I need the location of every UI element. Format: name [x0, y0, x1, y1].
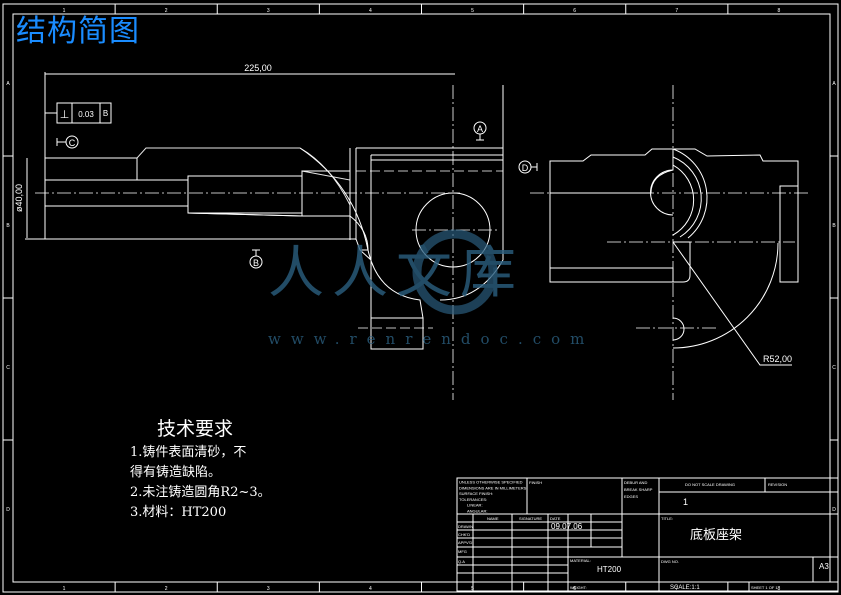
svg-text:1: 1 — [683, 497, 688, 507]
svg-text:DEBUR AND: DEBUR AND — [624, 480, 647, 485]
row-label: D — [6, 507, 10, 513]
row-label: B — [6, 223, 10, 229]
row-label: B — [832, 223, 836, 229]
svg-text:SHEET 1 OF 1: SHEET 1 OF 1 — [751, 585, 778, 590]
tech-line: 2.未注铸造圆角R2~3。 — [130, 485, 271, 500]
column-label: 8 — [778, 8, 781, 14]
svg-text:A: A — [477, 124, 483, 134]
row-label: A — [6, 81, 10, 87]
row-label: D — [832, 507, 836, 513]
side-view: R52,00 D — [518, 85, 810, 400]
column-label: 6 — [573, 8, 576, 14]
column-label: 7 — [675, 8, 678, 14]
svg-text:MATERIAL:: MATERIAL: — [570, 558, 591, 563]
svg-text:DWG NO.: DWG NO. — [661, 559, 679, 564]
column-label: 2 — [165, 8, 168, 14]
tech-line: 1.铸件表面清砂，不 — [130, 445, 247, 460]
column-label: 3 — [267, 8, 270, 14]
svg-text:B: B — [253, 258, 259, 268]
datum-d: D — [518, 160, 538, 174]
datum-a: A — [473, 121, 487, 141]
radius-dimension: R52,00 — [763, 354, 792, 364]
svg-text:D: D — [522, 163, 529, 173]
column-label: 4 — [369, 8, 372, 14]
general-note: ANGULAR: — [467, 509, 487, 514]
svg-text:DO NOT SCALE DRAWING: DO NOT SCALE DRAWING — [685, 482, 735, 487]
svg-text:A3: A3 — [819, 562, 829, 571]
svg-text:CHK'D: CHK'D — [458, 532, 470, 537]
svg-text:SCALE:1:1: SCALE:1:1 — [670, 585, 700, 591]
svg-text:EDGES: EDGES — [624, 494, 638, 499]
svg-text:DATE: DATE — [550, 516, 561, 521]
tech-requirements-title: 技术要求 — [157, 418, 234, 440]
svg-text:WEIGHT:: WEIGHT: — [570, 585, 587, 590]
svg-text:FINISH: FINISH — [529, 480, 542, 485]
svg-text:SIGNATURE: SIGNATURE — [519, 516, 542, 521]
svg-text:09.07.06: 09.07.06 — [551, 522, 583, 531]
row-label: C — [6, 365, 10, 371]
general-note: TOLERANCES: — [459, 497, 487, 502]
svg-text:APPV'D: APPV'D — [458, 540, 472, 545]
general-note: SURFACE FINISH: — [459, 491, 493, 496]
svg-text:DRAWN: DRAWN — [458, 524, 473, 529]
column-label: 1 — [63, 586, 66, 592]
general-note: LINEAR: — [467, 503, 483, 508]
row-label: C — [832, 365, 836, 371]
tech-line: 3.材料：HT200 — [130, 505, 227, 520]
row-label: A — [832, 81, 836, 87]
svg-text:C: C — [69, 138, 76, 148]
svg-text:Q.A: Q.A — [458, 559, 465, 564]
datum-b: B — [249, 249, 263, 269]
svg-text:BREAK SHARP: BREAK SHARP — [624, 487, 653, 492]
svg-text:0.03: 0.03 — [78, 110, 94, 119]
column-label: 1 — [63, 8, 66, 14]
svg-text:REVISION: REVISION — [768, 482, 787, 487]
column-label: 8 — [778, 586, 781, 592]
watermark-text: 人人文库 — [268, 241, 524, 306]
column-label: 5 — [471, 8, 474, 14]
svg-text:⊥: ⊥ — [60, 109, 70, 121]
length-dimension: 225,00 — [244, 63, 272, 73]
column-label: 4 — [369, 586, 372, 592]
tech-requirements: 1.铸件表面清砂，不 得有铸造缺陷。 2.未注铸造圆角R2~3。 3.材料：HT… — [130, 443, 271, 523]
datum-c: C — [56, 135, 79, 149]
svg-text:B: B — [103, 109, 108, 118]
svg-text:TITLE:: TITLE: — [661, 516, 673, 521]
general-note: UNLESS OTHERWISE SPECIFIED — [459, 480, 523, 485]
column-label: 3 — [267, 586, 270, 592]
drawing-title: 底板座架 — [690, 527, 742, 543]
watermark-url: www.renrendoc.com — [268, 330, 595, 348]
column-label: 2 — [165, 586, 168, 592]
tech-line: 得有铸造缺陷。 — [130, 465, 222, 480]
tolerance-frame: ⊥ 0.03 B — [45, 102, 112, 124]
column-label: 7 — [675, 586, 678, 592]
column-label: 6 — [573, 586, 576, 592]
diameter-dimension: ø40,00 — [14, 184, 24, 212]
svg-text:MFG: MFG — [458, 549, 467, 554]
page-title: 结构简图 — [16, 14, 140, 49]
general-note: DIMENSIONS ARE IN MILLIMETERS — [459, 485, 527, 490]
svg-text:NAME: NAME — [487, 516, 499, 521]
front-view: 225,00 ⊥ 0.03 B C B ø40,00 — [14, 63, 504, 400]
svg-text:HT200: HT200 — [597, 565, 622, 574]
